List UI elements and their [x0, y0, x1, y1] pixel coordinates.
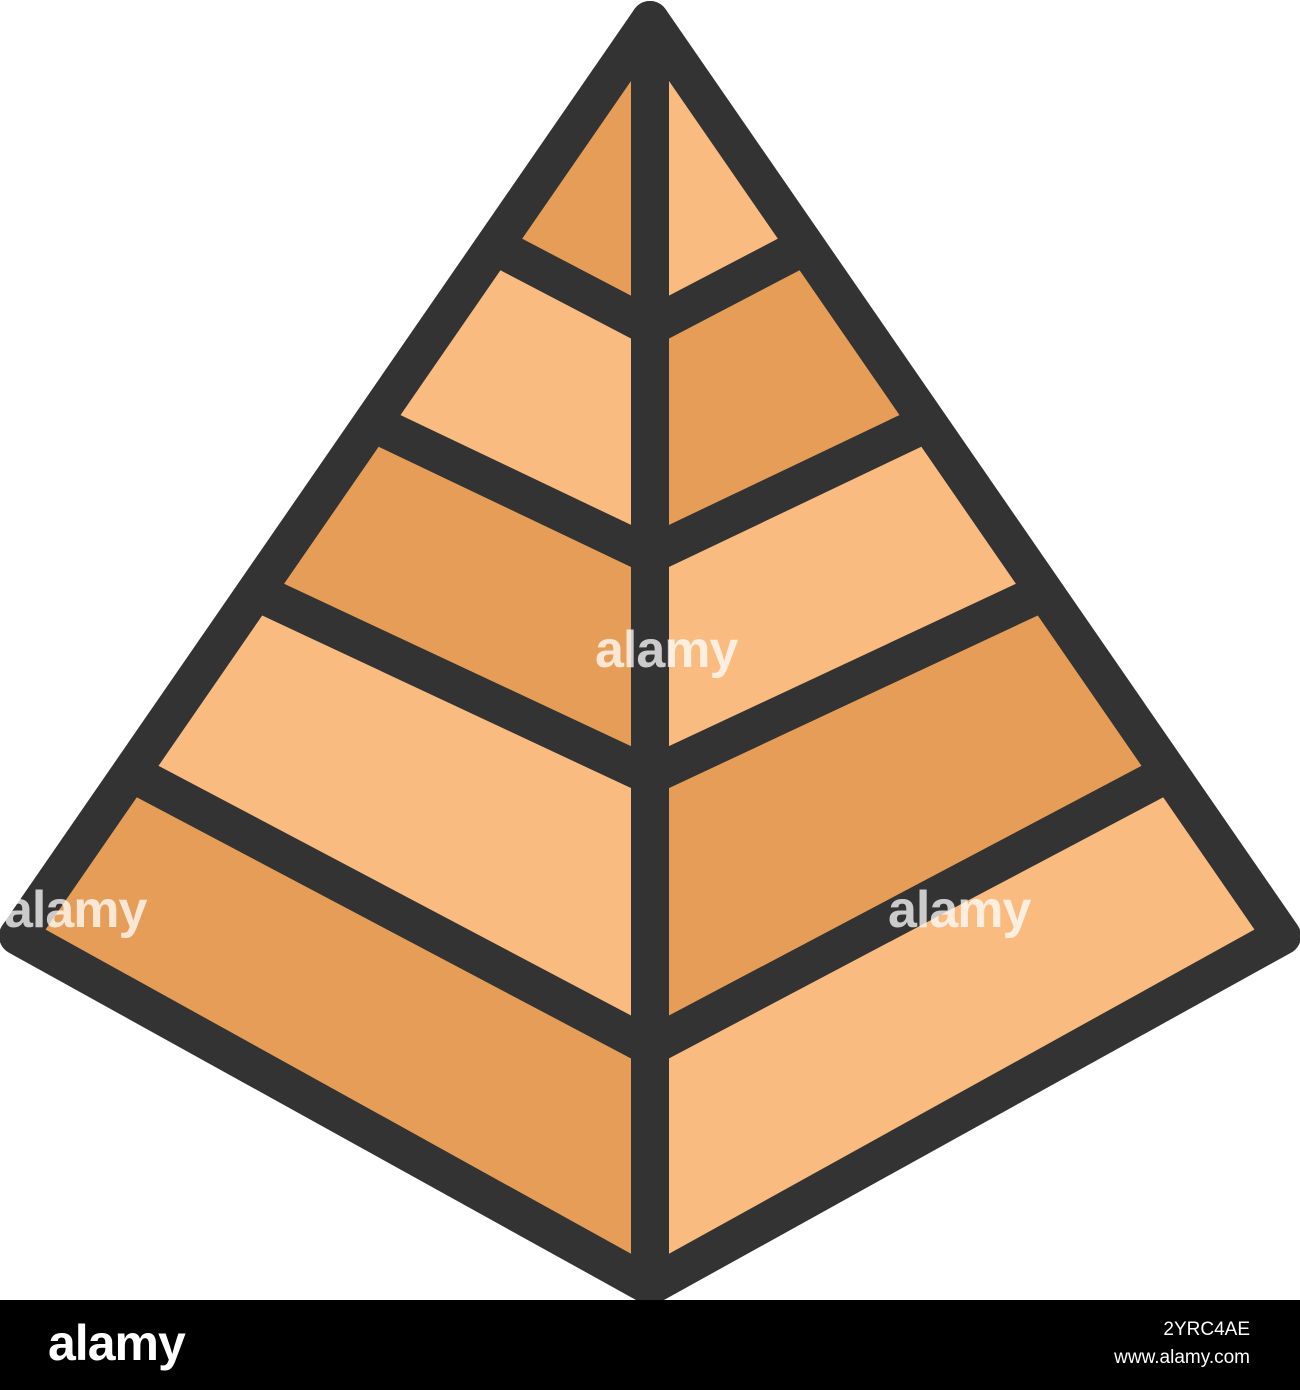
- image-id: 2YRC4AE: [1163, 1319, 1250, 1340]
- pyramid-face-left-2: [373, 247, 650, 555]
- pyramid-face-left-5: [18, 777, 650, 1286]
- pyramid-face-right-5: [650, 777, 1282, 1286]
- pyramid-outline: [0, 1, 1300, 1300]
- alamy-logo: alamy: [48, 1315, 186, 1371]
- pyramid-face-right-2: [650, 247, 927, 555]
- pyramid-face-left-4: [139, 593, 650, 1047]
- pyramid-face-right-4: [650, 593, 1161, 1047]
- footer-bar: alamy 2YRC4AE www.alamy.com: [0, 1300, 1300, 1390]
- pyramid-icon: [0, 1, 1300, 1300]
- footer-meta: 2YRC4AE www.alamy.com: [1114, 1316, 1250, 1372]
- site-url: www.alamy.com: [1114, 1347, 1250, 1368]
